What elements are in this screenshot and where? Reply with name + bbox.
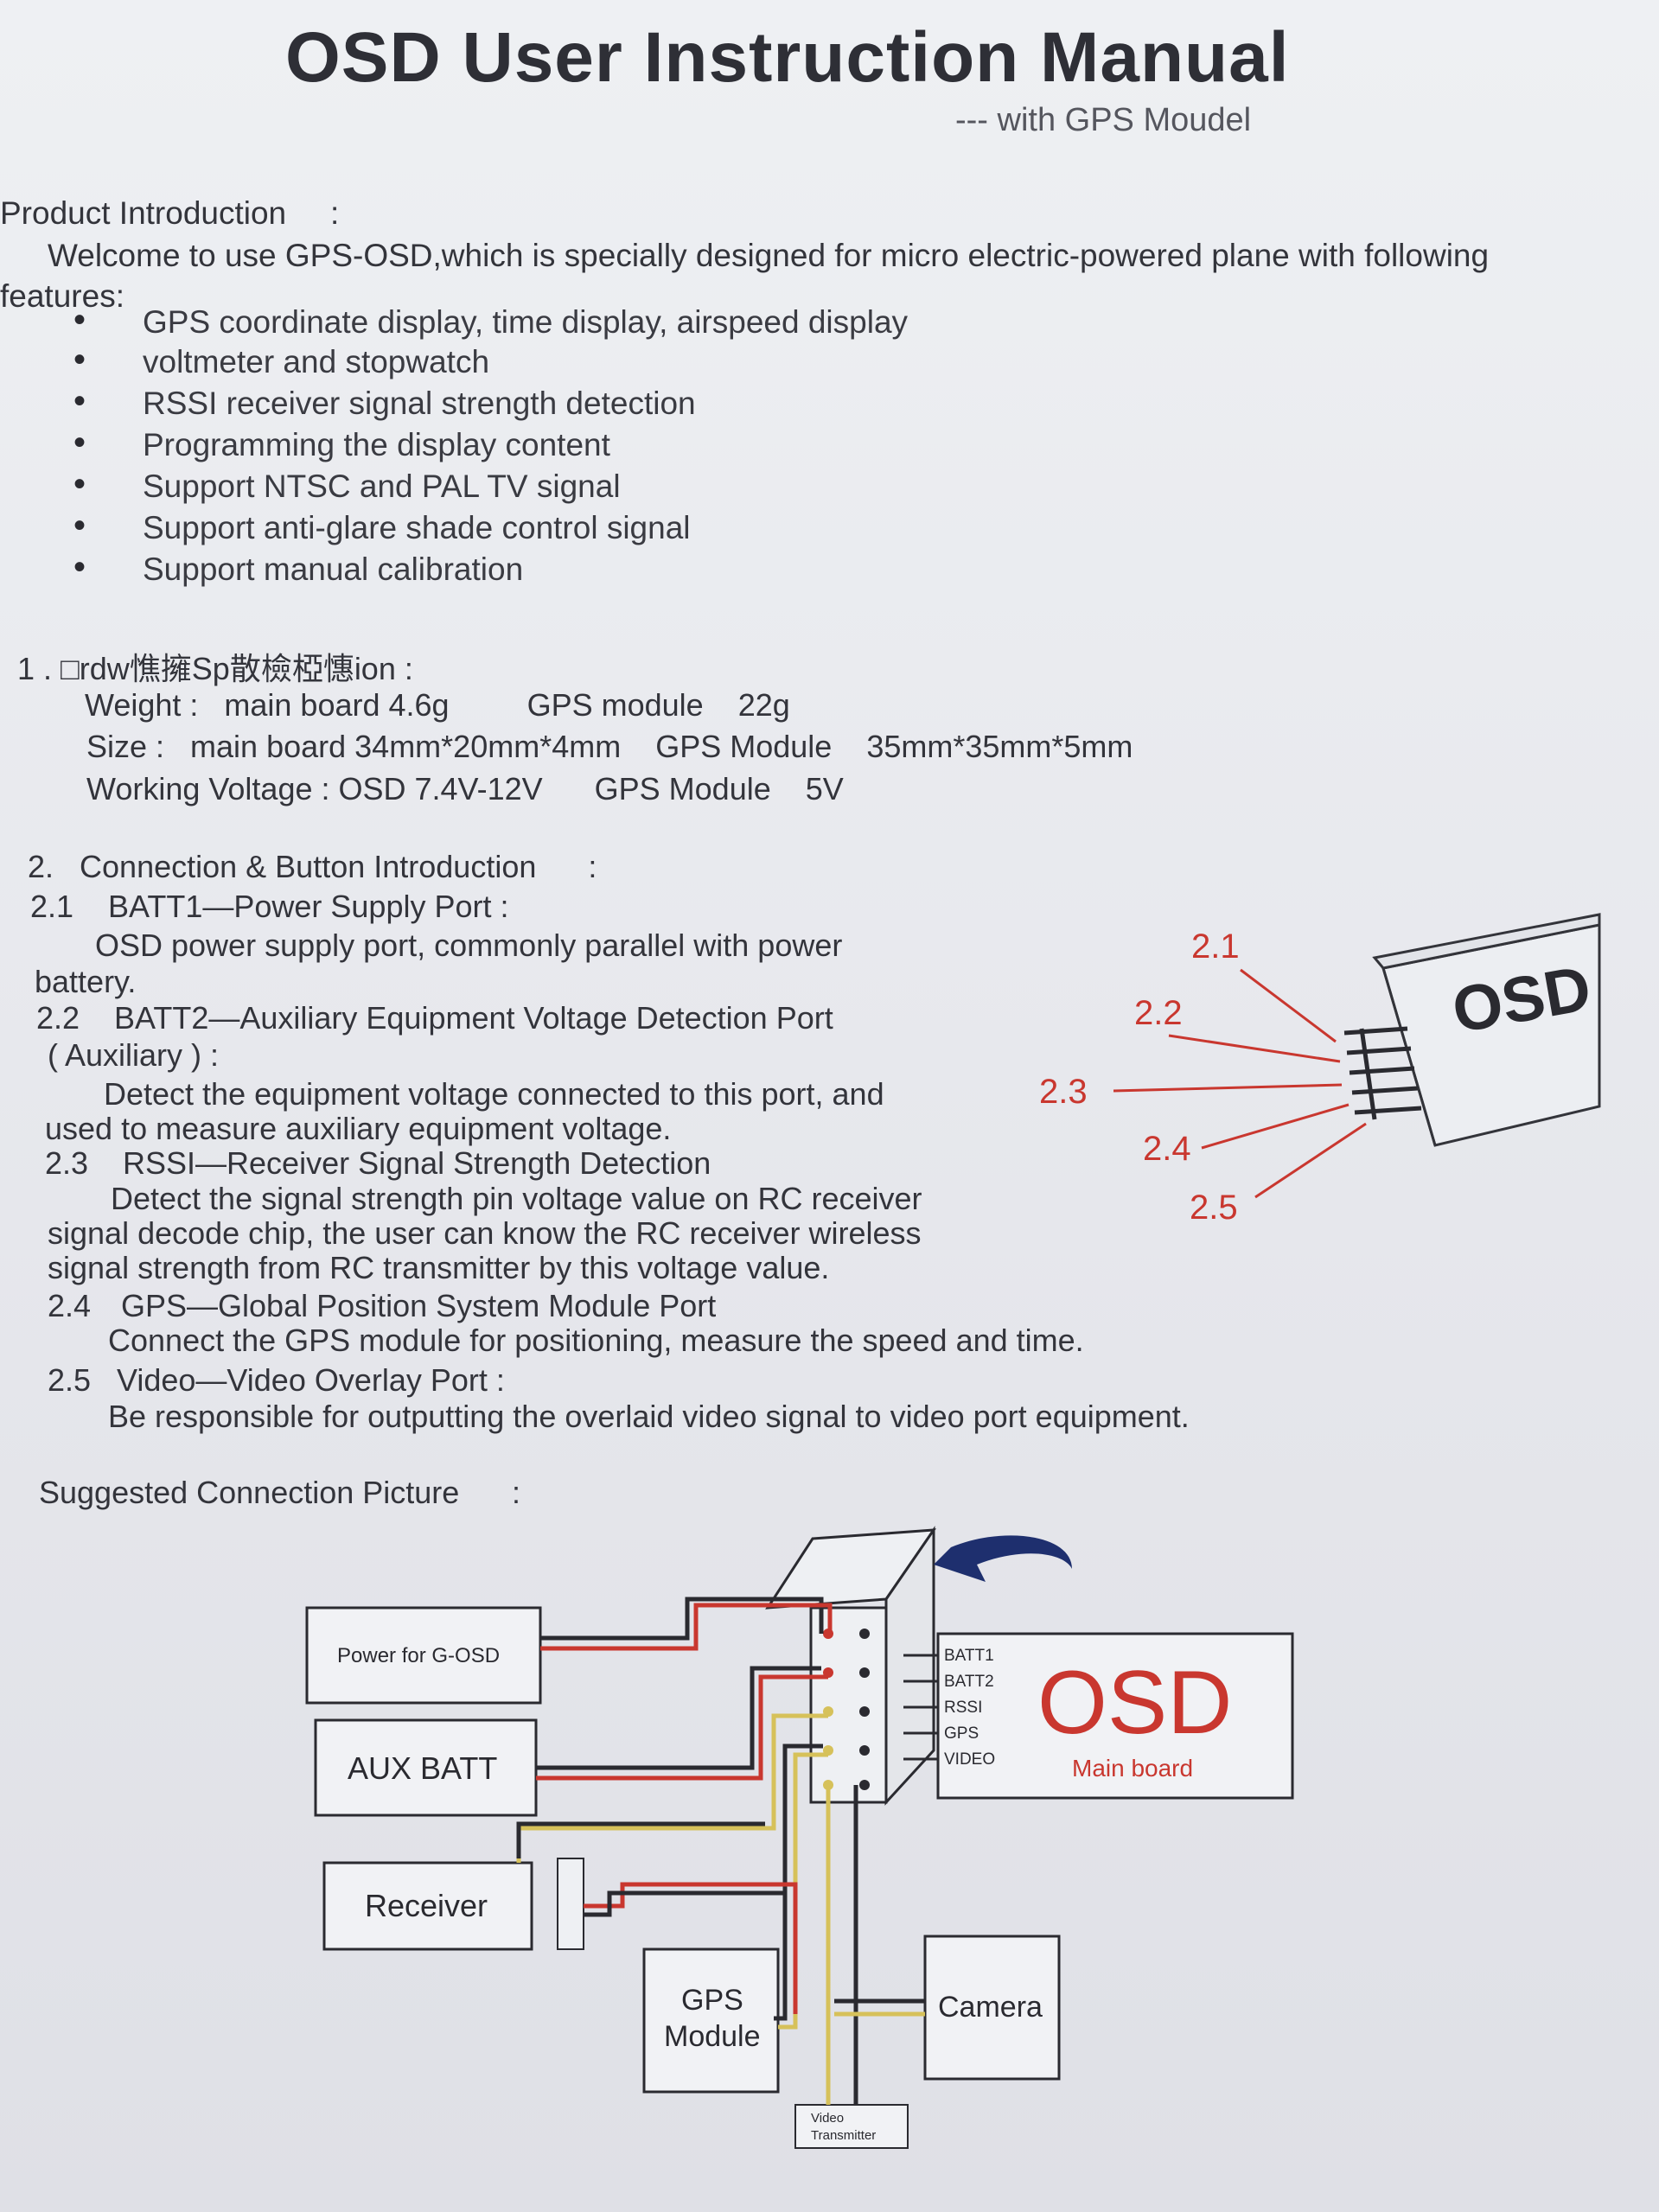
item-2-4-desc: Connect the GPS module for positioning, … xyxy=(108,1323,1084,1358)
connection-heading-colon: : xyxy=(512,1475,521,1510)
item-2-3-desc: signal strength from RC transmitter by t… xyxy=(48,1250,830,1285)
power-box-label: Power for G-OSD xyxy=(337,1644,500,1667)
page-title: OSD User Instruction Manual xyxy=(285,18,1290,97)
wires xyxy=(516,1597,925,2105)
section2-heading: 2. Connection & Button Introduction : xyxy=(28,849,597,884)
item-2-3-title: RSSI—Receiver Signal Strength Detection xyxy=(123,1145,711,1181)
page-subtitle: --- with GPS Moudel xyxy=(955,102,1252,138)
connector-block-front xyxy=(809,1606,888,1804)
blue-arrow-icon xyxy=(934,1535,1072,1582)
item-2-1-desc: OSD power supply port, commonly parallel… xyxy=(95,928,843,963)
spec-weight: Weight : main board 4.6g GPS module 22g xyxy=(85,687,790,723)
pin-label-batt1: BATT1 xyxy=(944,1647,994,1665)
osd-module-top xyxy=(1372,913,1601,970)
item-2-4-title: GPS—Global Position System Module Port xyxy=(121,1288,717,1323)
item-2-1-desc: battery. xyxy=(35,964,137,999)
item-2-5-desc: Be responsible for outputting the overla… xyxy=(108,1399,1190,1434)
callout-2-4: 2.4 xyxy=(1143,1130,1191,1168)
feature-item: RSSI receiver signal strength detection xyxy=(73,382,908,427)
feature-item: voltmeter and stopwatch xyxy=(73,341,908,386)
section1-heading: 1 . □rdw憔擁Sp散檢椏憓ion : xyxy=(17,651,413,686)
intro-heading: Product Introduction xyxy=(0,195,287,231)
callout-2-5: 2.5 xyxy=(1190,1189,1238,1227)
main-board-pins xyxy=(903,1654,938,1761)
video-transmitter-box xyxy=(794,2104,909,2149)
osd-pins xyxy=(1343,1026,1422,1120)
item-2-2-desc: used to measure auxiliary equipment volt… xyxy=(45,1111,672,1146)
receiver-box xyxy=(322,1861,533,1951)
aux-batt-label: AUX BATT xyxy=(348,1750,497,1786)
gps-label-line2: Module xyxy=(664,2020,761,2053)
vtx-label-line1: Video xyxy=(811,2111,844,2126)
item-2-5-num: 2.5 xyxy=(48,1362,92,1398)
feature-item: Programming the display content xyxy=(73,424,908,469)
item-2-2-sub: ( Auxiliary ) : xyxy=(48,1037,220,1073)
camera-label: Camera xyxy=(938,1991,1043,2024)
pin-label-rssi: RSSI xyxy=(944,1699,982,1717)
main-board-sub-label: Main board xyxy=(1072,1755,1193,1782)
spec-voltage: Working Voltage : OSD 7.4V-12V GPS Modul… xyxy=(86,771,844,806)
spec-size: Size : main board 34mm*20mm*4mm GPS Modu… xyxy=(86,729,1133,764)
item-2-3-num: 2.3 xyxy=(45,1145,89,1181)
pin-label-gps: GPS xyxy=(944,1724,979,1743)
item-2-2-title: BATT2—Auxiliary Equipment Voltage Detect… xyxy=(114,1000,833,1036)
main-board-osd-label: OSD xyxy=(1037,1653,1232,1753)
item-2-3-desc: Detect the signal strength pin voltage v… xyxy=(111,1181,922,1216)
pin-label-batt2: BATT2 xyxy=(944,1673,994,1691)
item-2-1-title: BATT1—Power Supply Port : xyxy=(108,889,509,924)
osd-connector-figure: OSD 2.1 2.2 2.3 2.4 2.5 xyxy=(1039,913,1601,1227)
item-2-5-title: Video—Video Overlay Port : xyxy=(117,1362,505,1398)
callout-2-2: 2.2 xyxy=(1134,994,1183,1032)
feature-list: GPS coordinate display, time display, ai… xyxy=(73,301,908,593)
receiver-pin-header xyxy=(557,1858,584,1950)
feature-item: Support anti-glare shade control signal xyxy=(73,507,908,551)
item-2-4-num: 2.4 xyxy=(48,1288,92,1323)
aux-batt-box xyxy=(314,1718,538,1817)
receiver-label: Receiver xyxy=(365,1888,488,1923)
connection-heading: Suggested Connection Picture xyxy=(39,1475,460,1510)
item-2-3-desc: signal decode chip, the user can know th… xyxy=(48,1215,922,1251)
gps-label-line1: GPS xyxy=(681,1984,743,2017)
pin-label-video: VIDEO xyxy=(944,1750,995,1769)
callout-2-3: 2.3 xyxy=(1039,1073,1088,1111)
intro-welcome-line1: Welcome to use GPS-OSD,which is speciall… xyxy=(48,238,1490,273)
camera-box xyxy=(923,1935,1061,2081)
gps-module-box xyxy=(642,1947,780,2094)
feature-item: Support NTSC and PAL TV signal xyxy=(73,465,908,510)
item-2-2-desc: Detect the equipment voltage connected t… xyxy=(104,1076,884,1112)
item-2-2-num: 2.2 xyxy=(36,1000,80,1036)
callout-2-1: 2.1 xyxy=(1191,928,1240,966)
feature-item: Support manual calibration xyxy=(73,548,908,593)
feature-item: GPS coordinate display, time display, ai… xyxy=(73,301,908,346)
power-box xyxy=(305,1606,542,1705)
vtx-label-line2: Transmitter xyxy=(811,2128,876,2143)
intro-heading-colon: : xyxy=(330,195,340,231)
callout-leaders xyxy=(1113,968,1367,1199)
item-2-1-num: 2.1 xyxy=(30,889,74,924)
main-board xyxy=(936,1632,1294,1800)
wiring-diagram: BATT1 BATT2 RSSI GPS VIDEO OSD Main boar… xyxy=(305,1526,1294,2149)
